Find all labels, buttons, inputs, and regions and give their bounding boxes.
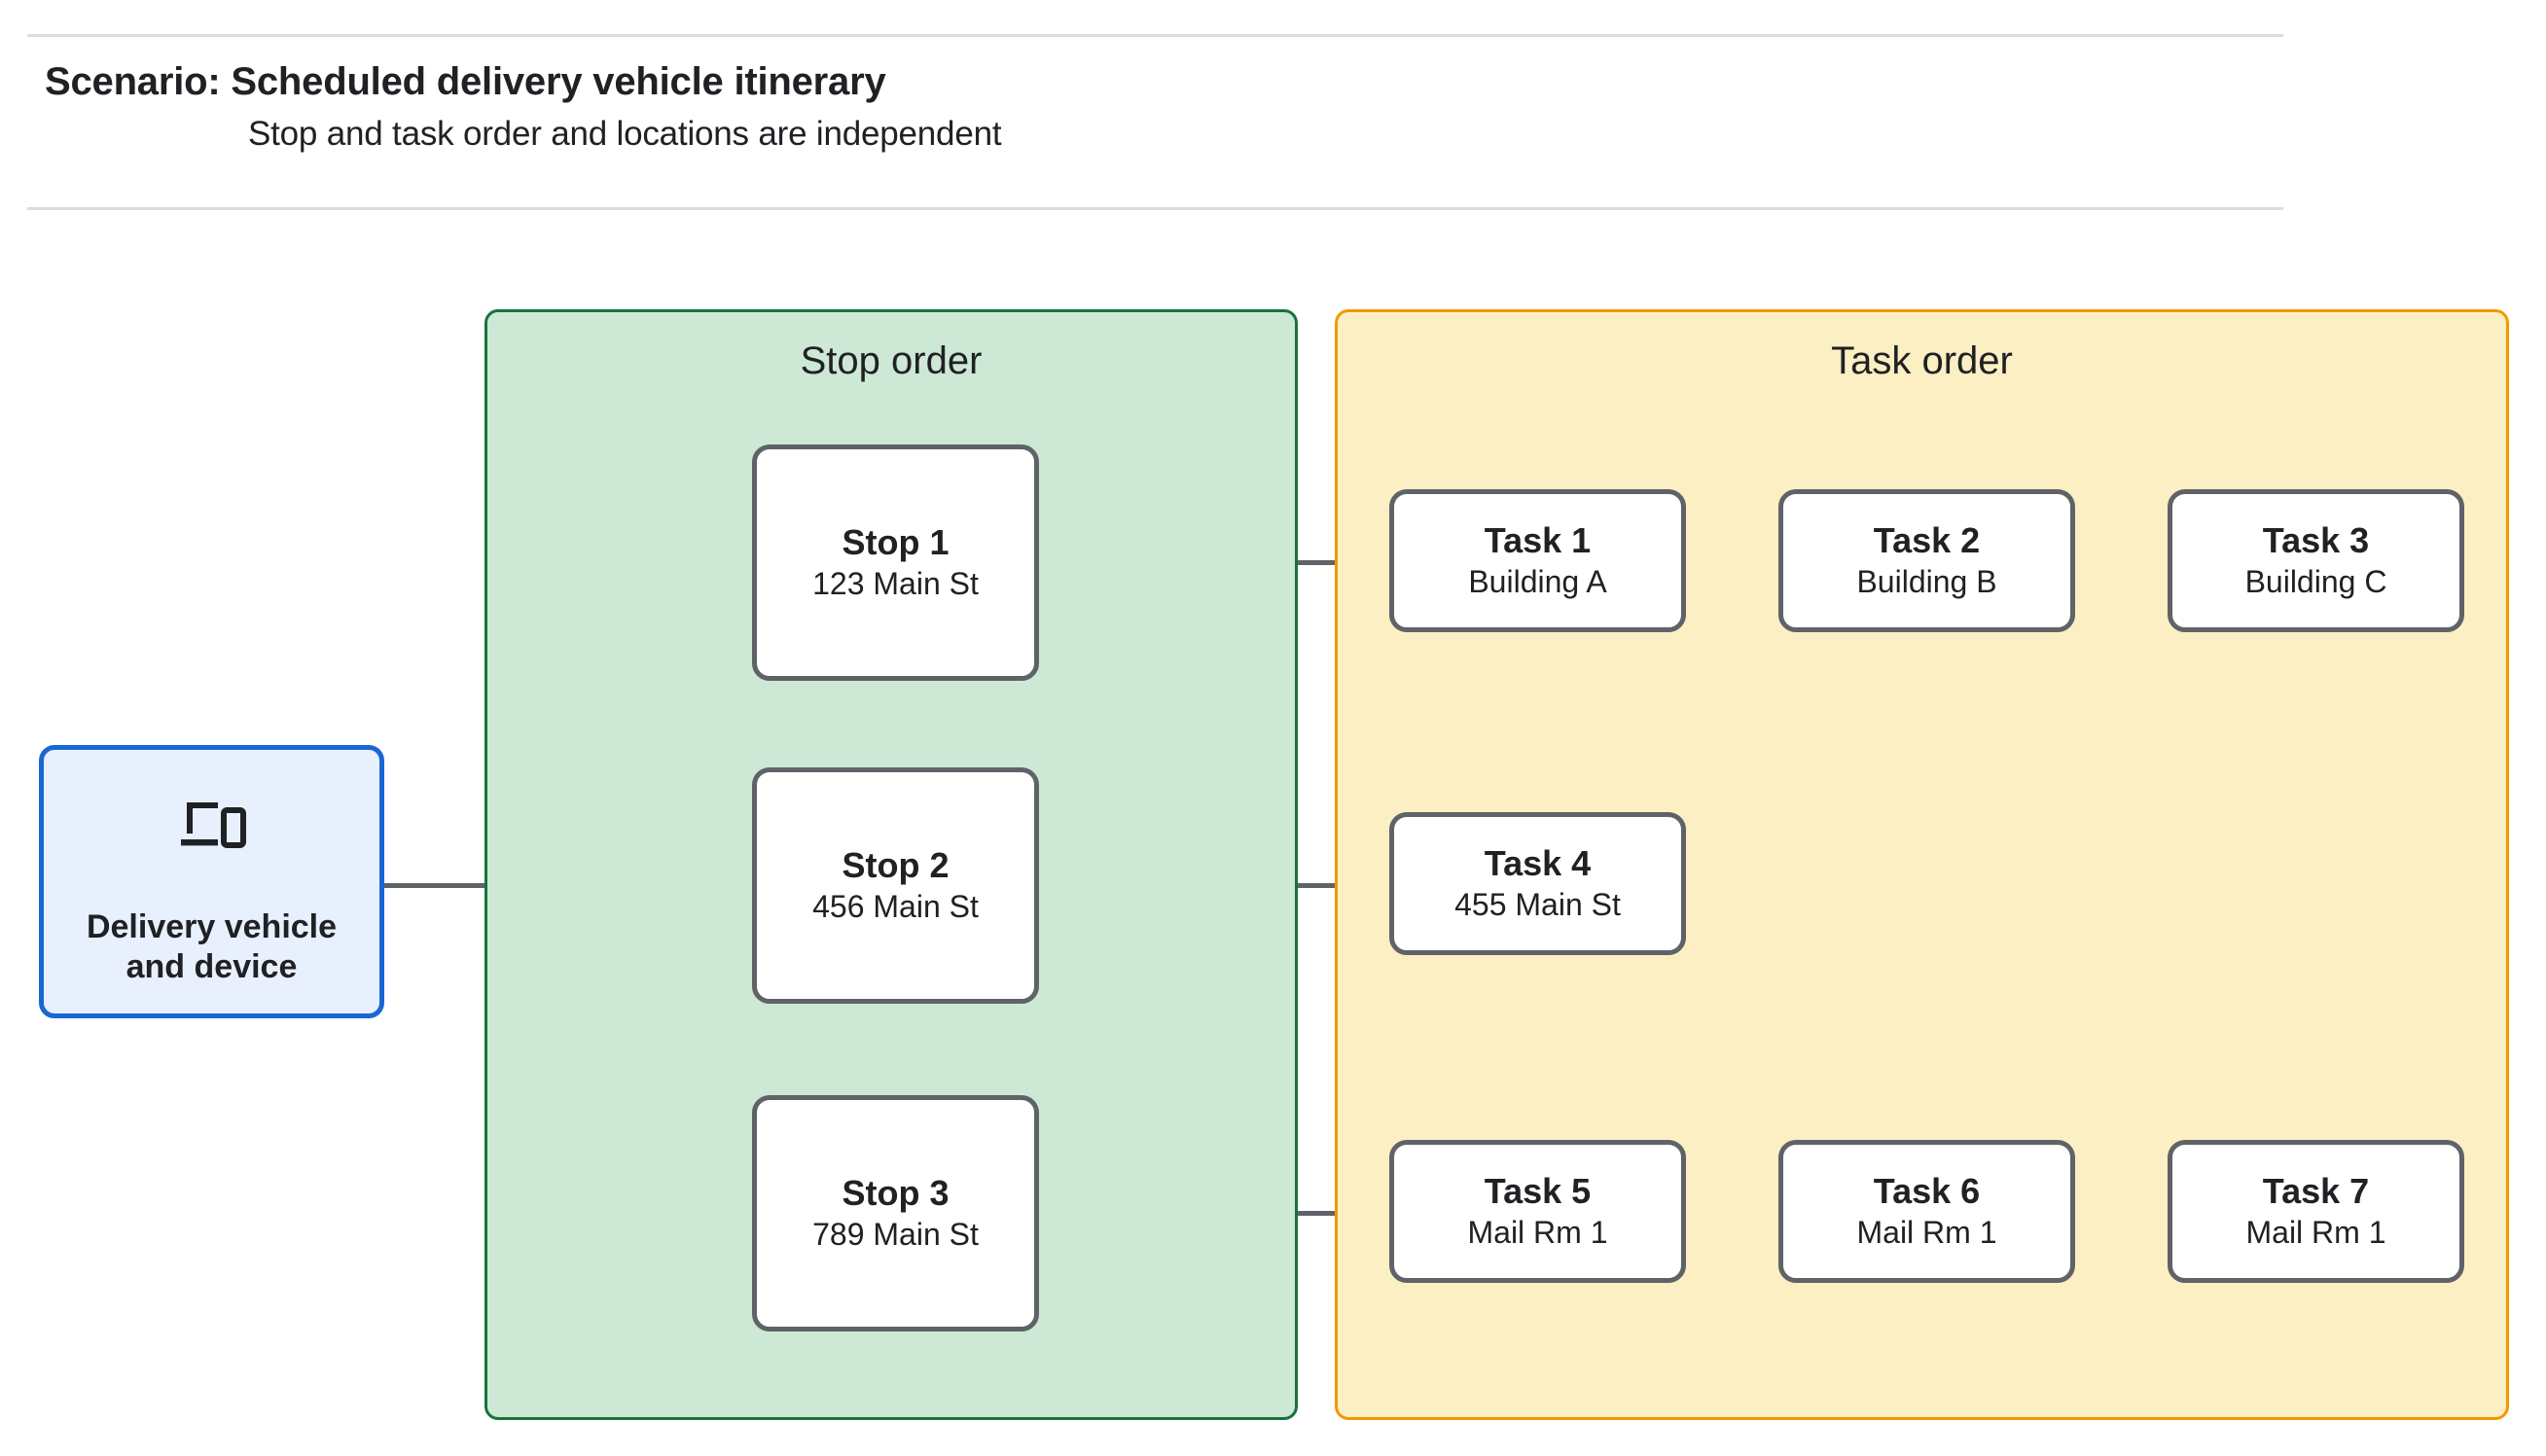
stop-node-title: Stop 1 bbox=[842, 522, 950, 563]
task-node-4[interactable]: Task 4 455 Main St bbox=[1389, 812, 1686, 955]
task-node-location: Mail Rm 1 bbox=[1856, 1214, 1997, 1250]
delivery-vehicle-label: Delivery vehicle and device bbox=[86, 908, 338, 986]
task-node-location: Building B bbox=[1856, 563, 1997, 599]
stop-node-address: 456 Main St bbox=[812, 888, 979, 924]
connector-vehicle-to-trunk bbox=[384, 883, 552, 888]
task-node-title: Task 4 bbox=[1484, 843, 1592, 884]
task-node-1[interactable]: Task 1 Building A bbox=[1389, 489, 1686, 632]
stop-node-3[interactable]: Stop 3 789 Main St bbox=[752, 1095, 1039, 1332]
task-node-location: Mail Rm 1 bbox=[2245, 1214, 2386, 1250]
task-node-title: Task 6 bbox=[1873, 1171, 1981, 1212]
task-node-location: 455 Main St bbox=[1454, 886, 1621, 922]
stop-node-title: Stop 2 bbox=[842, 845, 950, 886]
stop-node-1[interactable]: Stop 1 123 Main St bbox=[752, 444, 1039, 681]
delivery-vehicle-node[interactable]: Delivery vehicle and device bbox=[39, 745, 384, 1018]
task-node-location: Building C bbox=[2244, 563, 2387, 599]
page-subtitle: Stop and task order and locations are in… bbox=[248, 115, 1002, 153]
task-node-title: Task 2 bbox=[1873, 520, 1981, 561]
header-divider-top bbox=[27, 34, 2283, 37]
stop-order-panel-title: Stop order bbox=[800, 339, 983, 382]
task-node-title: Task 5 bbox=[1484, 1171, 1592, 1212]
task-node-7[interactable]: Task 7 Mail Rm 1 bbox=[2168, 1140, 2464, 1283]
stop-node-address: 123 Main St bbox=[812, 565, 979, 601]
stop-node-address: 789 Main St bbox=[812, 1216, 979, 1252]
task-node-title: Task 3 bbox=[2262, 520, 2370, 561]
task-node-2[interactable]: Task 2 Building B bbox=[1778, 489, 2075, 632]
page-title: Scenario: Scheduled delivery vehicle iti… bbox=[45, 60, 886, 103]
task-node-6[interactable]: Task 6 Mail Rm 1 bbox=[1778, 1140, 2075, 1283]
stop-node-title: Stop 3 bbox=[842, 1173, 950, 1214]
task-node-3[interactable]: Task 3 Building C bbox=[2168, 489, 2464, 632]
header-divider-bottom bbox=[27, 207, 2283, 210]
task-node-location: Building A bbox=[1468, 563, 1607, 599]
task-node-5[interactable]: Task 5 Mail Rm 1 bbox=[1389, 1140, 1686, 1283]
task-node-title: Task 1 bbox=[1484, 520, 1592, 561]
devices-icon bbox=[180, 802, 246, 848]
task-node-title: Task 7 bbox=[2262, 1171, 2370, 1212]
task-order-panel-title: Task order bbox=[1831, 339, 2013, 382]
task-node-location: Mail Rm 1 bbox=[1467, 1214, 1608, 1250]
stop-node-2[interactable]: Stop 2 456 Main St bbox=[752, 767, 1039, 1004]
